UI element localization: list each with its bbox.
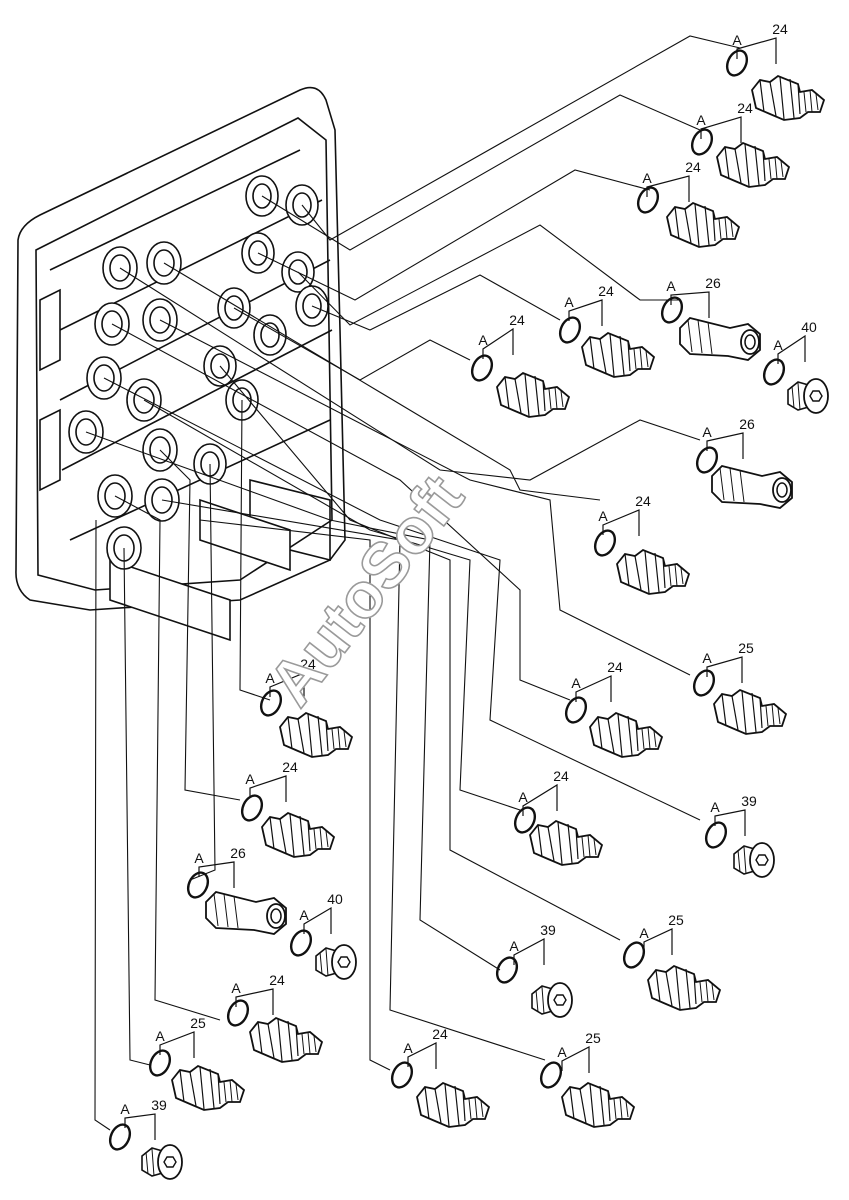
callout-letter: A <box>710 799 720 815</box>
callout-part-number: 40 <box>327 891 343 907</box>
callout-letter: A <box>702 424 712 440</box>
callout-bracket <box>602 509 640 536</box>
callout-part-number: 24 <box>432 1026 448 1042</box>
callout-part-number: 26 <box>705 275 721 291</box>
callout-bracket <box>159 1031 195 1058</box>
callout-part-number: 40 <box>801 319 817 335</box>
callout-letter: A <box>702 650 712 666</box>
callout-letter: A <box>564 294 574 310</box>
callout-bracket <box>777 334 806 364</box>
callout-letter: A <box>518 789 528 805</box>
callout-part-number: 26 <box>739 416 755 432</box>
callout-bracket <box>249 775 287 802</box>
callout-bracket <box>522 783 558 816</box>
callout-letter: A <box>642 170 652 186</box>
callout-bracket <box>513 938 545 965</box>
callout-part-number: 39 <box>540 922 556 938</box>
callout-letter: A <box>120 1101 130 1117</box>
callout-part-number: 39 <box>151 1097 167 1113</box>
callout-bracket <box>736 37 777 64</box>
callout-letter: A <box>732 32 742 48</box>
leader-lines <box>85 35 741 1131</box>
callout-letter: A <box>403 1040 413 1056</box>
callout-brackets <box>124 37 806 1140</box>
callout-bracket <box>482 327 514 359</box>
callout-letter: A <box>639 925 649 941</box>
callout-part-number: 39 <box>741 793 757 809</box>
callout-letter: A <box>509 938 519 954</box>
callout-letter: A <box>478 332 488 348</box>
callout-letter: A <box>598 508 608 524</box>
callout-letter: A <box>194 850 204 866</box>
callout-letter: A <box>773 337 783 353</box>
callout-bracket <box>269 672 305 699</box>
callout-bracket <box>646 175 690 202</box>
callout-letter: A <box>299 907 309 923</box>
callout-part-number: 24 <box>269 972 285 988</box>
callout-letter: A <box>245 771 255 787</box>
callout-letter: A <box>696 112 706 128</box>
callout-letter: A <box>155 1028 165 1044</box>
callout-part-number: 24 <box>509 312 525 328</box>
callout-part-number: 24 <box>772 21 788 37</box>
callout-part-number: 24 <box>300 656 316 672</box>
valve-block-body <box>15 86 346 642</box>
callout-bracket <box>124 1113 156 1140</box>
callout-bracket <box>198 861 235 888</box>
callout-part-number: 25 <box>190 1015 206 1031</box>
callout-bracket <box>706 656 743 683</box>
callout-bracket <box>575 675 612 702</box>
callout-bracket <box>700 116 742 143</box>
callout-part-number: 25 <box>585 1030 601 1046</box>
callout-bracket <box>706 432 744 459</box>
callout-letter: A <box>557 1044 567 1060</box>
callout-part-number: 24 <box>607 659 623 675</box>
callout-bracket <box>235 988 274 1015</box>
callout-bracket <box>568 299 603 326</box>
callout-bracket <box>561 1046 590 1073</box>
callout-letter: A <box>231 980 241 996</box>
callout-part-number: 24 <box>282 759 298 775</box>
callout-part-number: 25 <box>738 640 754 656</box>
callout-part-number: 24 <box>553 768 569 784</box>
callout-part-number: 24 <box>598 283 614 299</box>
callout-bracket <box>714 809 746 836</box>
callout-part-number: 24 <box>737 100 753 116</box>
callout-bracket <box>670 291 710 318</box>
callout-bracket <box>643 928 673 955</box>
callout-bracket <box>407 1042 437 1069</box>
callout-part-number: 25 <box>668 912 684 928</box>
callout-bracket <box>303 906 332 934</box>
callout-letter: A <box>265 670 275 686</box>
callout-part-number: 24 <box>635 493 651 509</box>
callout-part-number: 24 <box>685 159 701 175</box>
callout-part-number: 26 <box>230 845 246 861</box>
callout-letter: A <box>571 675 581 691</box>
callout-letter: A <box>666 278 676 294</box>
